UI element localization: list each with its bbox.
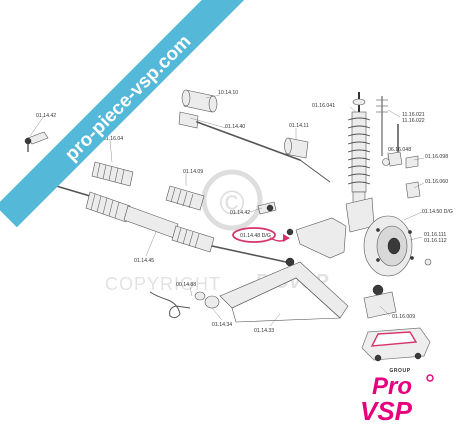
label-01-14-33: 01.14.33 [254, 328, 274, 334]
label-01-14-09: 01.14.09 [183, 169, 203, 175]
provsp-logo: GROUP Pro VSP [360, 327, 434, 426]
label-01-16-111: 01.16.111 [424, 232, 446, 238]
wheel-hub [345, 197, 432, 277]
shock-absorber [347, 92, 371, 209]
tie-rod-end-left [24, 131, 49, 152]
label-10-14-10: 10.14.10 [218, 90, 238, 96]
label-00-14-88: 00.14.88 [176, 282, 196, 288]
highlight-callout [232, 227, 290, 243]
ribbon-band [0, 0, 258, 228]
label-01-16-112: 01.16.112 [424, 238, 447, 244]
bellows-boot-left [91, 161, 134, 187]
logo-ring-icon [426, 374, 434, 382]
lower-wishbone [219, 261, 397, 323]
logo-vsp-text: VSP [360, 396, 413, 426]
car-windshield-icon [370, 331, 418, 347]
clip-set [376, 96, 399, 166]
leader-lines [29, 94, 425, 327]
copyright-text: COPYRIGHT [105, 274, 221, 294]
bellows-boot-middle [165, 185, 205, 211]
label-01-16-060: 01.16.060 [425, 179, 448, 185]
label-11-16-021: 11.16.021 [402, 112, 425, 118]
ribbon-text: pro-piece-vsp.com [61, 31, 195, 165]
label-01-16-009: 01.16.009 [392, 314, 415, 320]
copyright-circle [201, 169, 263, 231]
logo-group-text: GROUP [389, 368, 410, 374]
rubber-bush-top [181, 89, 218, 113]
label-01-14-40: 01.14.40 [225, 124, 245, 130]
steering-rack [29, 175, 295, 267]
tie-rod-bush-upper [178, 111, 331, 183]
small-brackets [387, 151, 421, 199]
highlight-ring [232, 227, 276, 243]
sensor-wire [149, 291, 191, 319]
small-bush [284, 137, 309, 159]
steering-arm [286, 217, 347, 259]
label-01-14-42-mid: 01.14.42 [230, 210, 250, 216]
ball-joint-mid [257, 201, 277, 215]
label-06-16-048: 06.16.048 [388, 147, 411, 153]
label-01-16-098: 01.16.098 [425, 154, 448, 160]
label-11-16-022: 11.16.022 [402, 118, 425, 124]
label-01-16-04: 01.16.04 [103, 136, 123, 142]
label-01-14-50: 01.14.50 D/G [422, 209, 453, 215]
label-01-14-48: 01.14.48 D/G [240, 233, 271, 239]
label-01-14-45: 01.14.45 [134, 258, 154, 264]
label-01-14-34: 01.14.34 [212, 322, 232, 328]
part-labels: 01.14.42 01.16.04 10.14.10 01.14.40 01.1… [36, 90, 453, 334]
label-01-14-11: 01.14.11 [289, 123, 309, 129]
label-01-16-041: 01.16.041 [312, 103, 335, 109]
label-01-14-42-top: 01.14.42 [36, 113, 56, 119]
copyright-symbol: © [219, 184, 244, 222]
wishbone-bush [194, 291, 220, 309]
logo-pro-text: Pro [372, 373, 412, 400]
